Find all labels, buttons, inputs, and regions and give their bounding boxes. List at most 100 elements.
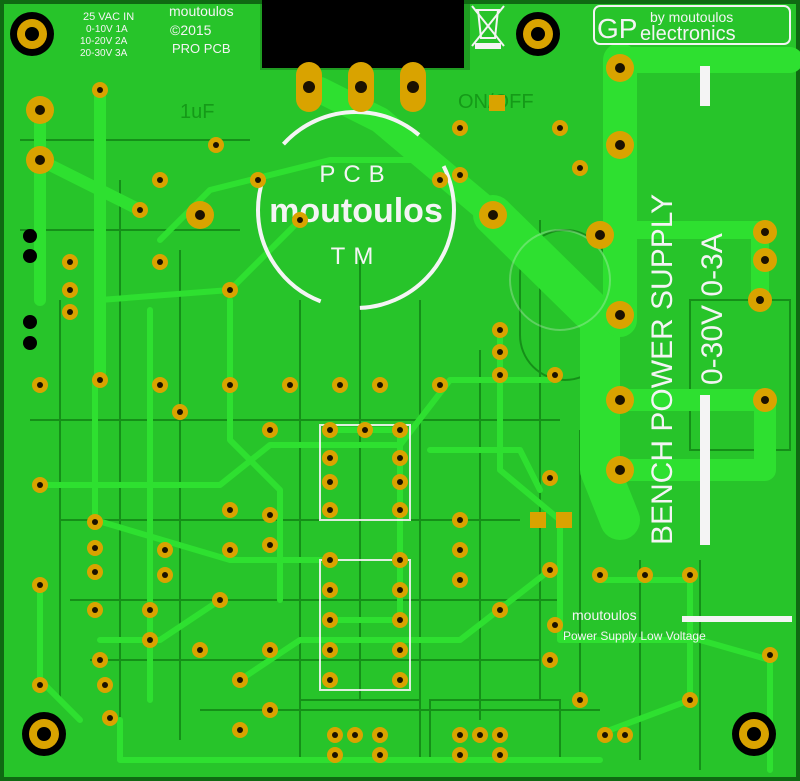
mounting-hole-icon [10,12,54,56]
mounting-hole-icon [732,712,776,756]
pad-hole [497,349,503,355]
pad-hole [397,455,403,461]
pad-hole [162,547,168,553]
pad-hole [162,572,168,578]
pad-hole [552,622,558,628]
mounting-holes [10,12,776,756]
pad-hole [577,165,583,171]
pad-hole [397,587,403,593]
ratings-block: 25 VAC IN 0-10V 1A 10-20V 2A 20-30V 3A [80,11,134,59]
pad-hole [497,607,503,613]
regulator-pads [296,62,426,112]
pad-hole [327,647,333,653]
pad-hole [227,382,233,388]
pad-hole [67,309,73,315]
pad-hole [267,707,273,713]
pad-hole [756,296,764,304]
pad-hole [92,519,98,525]
pad-hole [615,63,625,73]
gp-logo: GP by moutoulos electronics [593,5,791,45]
square-pad [556,512,572,528]
pad-hole [577,697,583,703]
title-bar-a [700,66,710,106]
pad-hole [597,572,603,578]
pad-hole [97,377,103,383]
vertical-title-2: 0-30V 0-3A [696,233,729,385]
pad-hole [267,427,273,433]
pad-hole [147,607,153,613]
pad-hole [457,172,463,178]
pad-hole [397,507,403,513]
pad-hole [377,752,383,758]
pad-hole [332,752,338,758]
pad-hole [67,259,73,265]
pad-hole [377,382,383,388]
pad-hole [227,287,233,293]
pad-hole [195,210,205,220]
pad-hole [547,567,553,573]
pad-hole [397,427,403,433]
pad-hole [147,637,153,643]
footer-brand-subtitle: Power Supply Low Voltage [563,629,706,643]
square-pads [489,95,572,528]
gp-logo-electronics: electronics [640,23,736,45]
pad-hole [457,577,463,583]
pad-hole [327,427,333,433]
pad-hole [267,647,273,653]
pad-hole [67,287,73,293]
pad-hole [497,372,503,378]
pad-hole [457,517,463,523]
pad-hole [37,382,43,388]
copyright-year: ©2015 [170,22,212,38]
vertical-title: BENCH POWER SUPPLY [646,194,679,545]
pad-hole [327,479,333,485]
pad-hole [327,677,333,683]
footer-brand-bar [682,616,792,622]
pad-hole [642,572,648,578]
pad-hole [267,542,273,548]
pad-hole [457,125,463,131]
pad-hole [488,210,498,220]
logo-bottom-text: TM [331,243,382,270]
pad-hole [37,482,43,488]
pad-hole [615,465,625,475]
pad-hole [337,382,343,388]
pads [26,54,778,763]
square-pad [530,512,546,528]
pad-hole [497,732,503,738]
pad-hole [157,259,163,265]
vertical-title-line-1: BENCH POWER SUPPLY [646,194,679,545]
logo-ring [256,110,456,310]
gp-logo-frame [593,5,791,45]
pad-hole [92,545,98,551]
ratings-line-3: 10-20V 2A [80,36,128,47]
pad-hole [35,105,45,115]
pad-hole [497,327,503,333]
pad-hole [177,409,183,415]
pad-hole [37,682,43,688]
pad-hole [352,732,358,738]
ratings-line-4: 20-30V 3A [80,48,128,59]
pad-hole [237,677,243,683]
pad-hole [107,715,113,721]
pad-hole [595,230,605,240]
pad-hole [615,310,625,320]
pad-hole [615,140,625,150]
pad-hole [397,677,403,683]
pad-hole [457,547,463,553]
pad-hole [761,396,769,404]
pad-hole [97,87,103,93]
pad-hole [687,697,693,703]
gp-logo-mark: GP [597,13,637,44]
pad-hole [327,455,333,461]
pad-hole [437,177,443,183]
svg-text:1uF: 1uF [180,101,214,123]
pad-hole [37,582,43,588]
pad-hole [213,142,219,148]
logo-top-text: PCB [319,161,392,188]
pad-hole [92,569,98,575]
pad-hole [97,657,103,663]
gp-logo-by: by moutoulos [650,9,733,25]
pad-hole [397,479,403,485]
pad-hole [477,732,483,738]
